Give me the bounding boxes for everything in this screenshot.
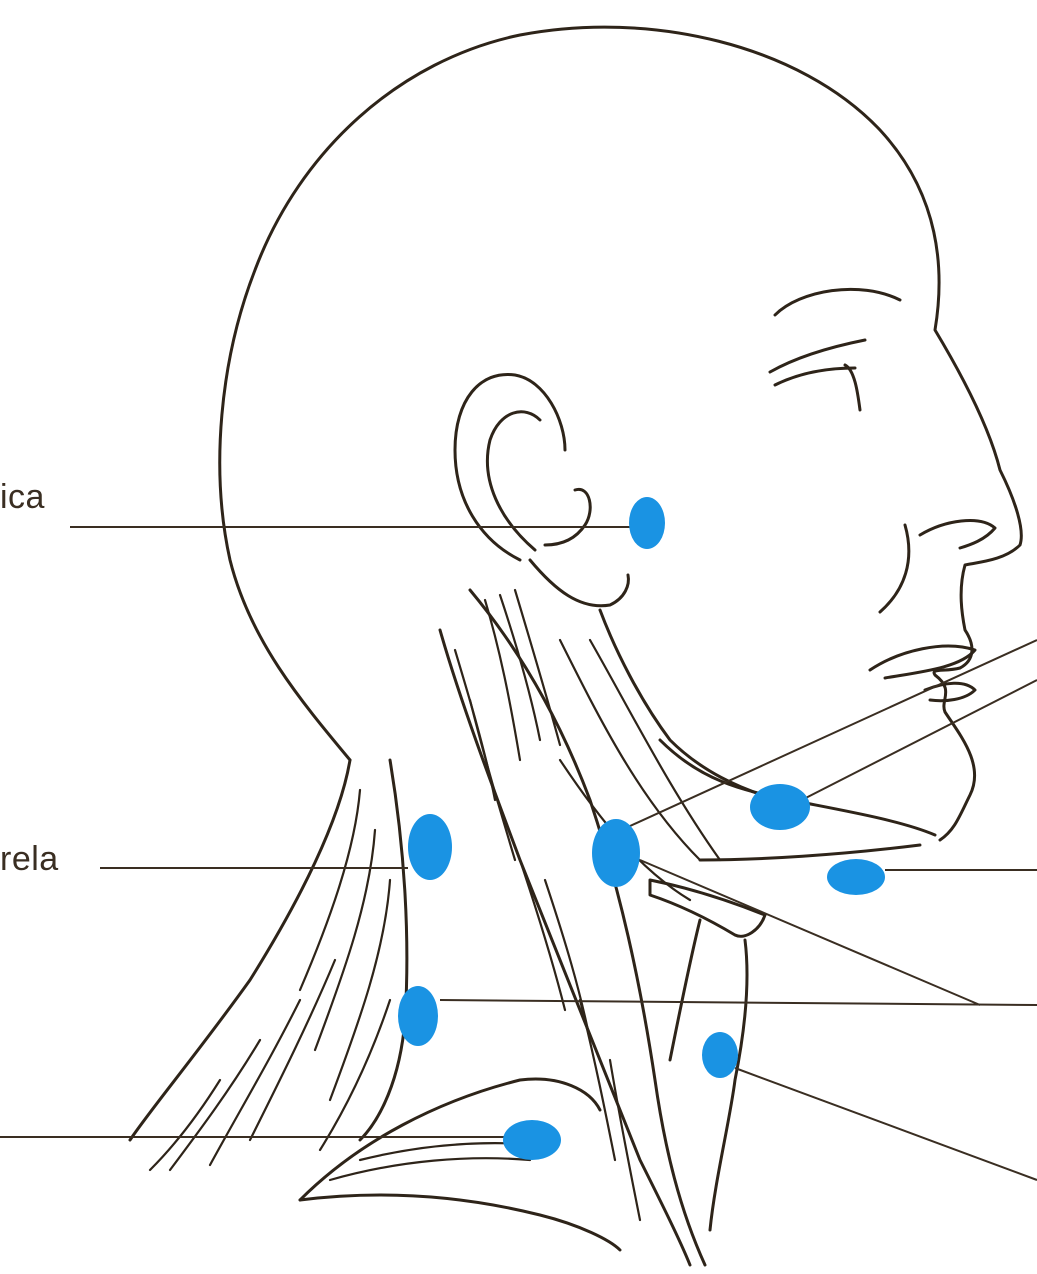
neck-posterior-edge bbox=[360, 760, 407, 1140]
leader-lower-jugular bbox=[735, 1068, 1037, 1180]
trachea-line bbox=[710, 940, 747, 1230]
clavicle-lower bbox=[300, 1195, 620, 1250]
nasolabial-fold bbox=[880, 525, 909, 612]
lymph-node-jugulodigastric bbox=[592, 819, 640, 887]
nose bbox=[920, 521, 995, 548]
ear-inner bbox=[487, 412, 540, 550]
lymph-node-submandibular bbox=[750, 784, 810, 830]
ear-tragus bbox=[545, 489, 590, 545]
ear-outer bbox=[455, 374, 565, 560]
trapezius-fibers bbox=[150, 790, 390, 1170]
lymph-node-lower-jugular bbox=[702, 1032, 738, 1078]
clavicle-fiber-1 bbox=[330, 1158, 530, 1180]
leader-jugulodigastric bbox=[630, 640, 1037, 826]
lymph-node-submental bbox=[827, 859, 885, 895]
sternocleidomastoid-back bbox=[470, 590, 705, 1265]
label-preauricular: ica bbox=[0, 480, 45, 514]
lymph-node-supraclavicular bbox=[503, 1120, 561, 1160]
leader-jugular-diag bbox=[640, 860, 980, 1005]
mylohyoid-line bbox=[700, 845, 920, 860]
thyroid-cartilage bbox=[670, 920, 700, 1060]
lymph-node-occipital bbox=[408, 814, 452, 880]
leader-submandibular bbox=[790, 680, 1037, 806]
lower-lip bbox=[925, 683, 975, 700]
eye-lower bbox=[775, 368, 855, 385]
label-occipital: rela bbox=[0, 842, 59, 876]
brow-line bbox=[775, 289, 900, 315]
lymph-node-posterior-cervical bbox=[398, 986, 438, 1046]
lymph-nodes bbox=[398, 497, 885, 1160]
eye-back bbox=[845, 365, 860, 410]
ear-lobe bbox=[530, 560, 628, 606]
upper-lip bbox=[870, 646, 975, 678]
head-outline bbox=[220, 27, 1021, 840]
lymph-node-preauricular bbox=[629, 497, 665, 549]
leader-jugular bbox=[440, 1000, 1037, 1005]
